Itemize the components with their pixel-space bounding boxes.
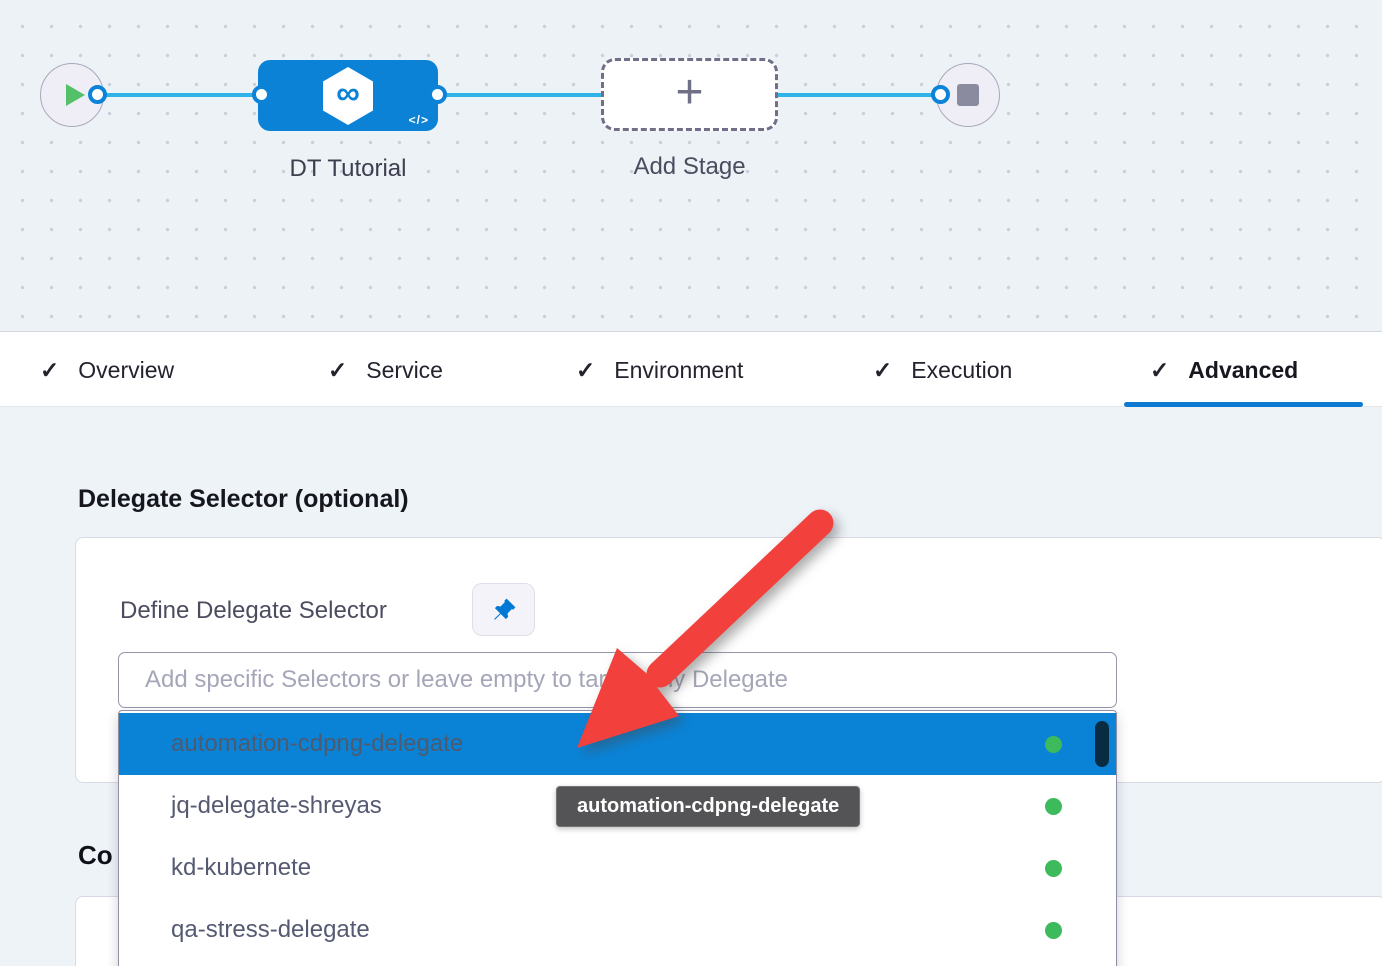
dropdown-item-kd-kubernete[interactable]: kd-kubernete [119, 837, 1116, 899]
delegate-selector-heading: Delegate Selector (optional) [78, 485, 409, 513]
stage-node-dt-tutorial[interactable]: ∞ </> [258, 60, 438, 131]
edge-stage-to-addstage [437, 93, 603, 97]
tab-label: Service [366, 356, 443, 383]
tab-environment[interactable]: ✓ Environment [576, 332, 743, 408]
check-icon: ✓ [873, 356, 893, 383]
dropdown-item-qa-stress-delegate[interactable]: qa-stress-delegate [119, 899, 1116, 961]
delegate-status-dot [1045, 798, 1062, 815]
plus-icon: + [675, 65, 704, 119]
port-stage-in [252, 85, 271, 104]
next-section-heading-partial: Co [78, 840, 113, 870]
edge-start-to-stage [98, 93, 262, 97]
check-icon: ✓ [1150, 356, 1170, 383]
tab-label: Advanced [1188, 356, 1299, 383]
check-icon: ✓ [40, 356, 60, 383]
stop-icon [957, 84, 979, 106]
delegate-selector-input[interactable] [118, 652, 1117, 708]
tab-service[interactable]: ✓ Service [328, 332, 443, 408]
pipeline-canvas[interactable]: ∞ </> + DT Tutorial Add Stage [0, 0, 1382, 331]
tab-overview[interactable]: ✓ Overview [40, 332, 174, 408]
dropdown-scrollbar-thumb[interactable] [1095, 721, 1109, 767]
dropdown-item-label: automation-cdpng-delegate [171, 730, 464, 757]
check-icon: ✓ [576, 356, 596, 383]
define-delegate-selector-label: Define Delegate Selector [120, 597, 387, 624]
play-icon [65, 84, 85, 106]
stage-node-label: DT Tutorial [289, 155, 407, 182]
tooltip-text: automation-cdpng-delegate [577, 795, 840, 817]
infinity-glyph: ∞ [336, 74, 360, 111]
port-end-in [931, 85, 950, 104]
delegate-status-dot [1045, 860, 1062, 877]
pipeline-end-node[interactable] [936, 63, 1000, 127]
edge-addstage-to-end [776, 93, 942, 97]
delegate-status-dot [1045, 922, 1062, 939]
tab-execution[interactable]: ✓ Execution [873, 332, 1012, 408]
delegate-status-dot [1045, 736, 1062, 753]
dropdown-item-automation-cdpng-delegate[interactable]: automation-cdpng-delegate [119, 713, 1116, 775]
stage-tabbar: ✓ Overview ✓ Service ✓ Environment ✓ Exe… [0, 331, 1382, 407]
pin-button[interactable] [472, 583, 535, 636]
tab-advanced[interactable]: ✓ Advanced [1150, 332, 1298, 408]
delegate-selector-dropdown: automation-cdpng-delegate jq-delegate-sh… [118, 710, 1117, 966]
delegate-tooltip: automation-cdpng-delegate [556, 786, 861, 827]
dropdown-item-label: jq-delegate-shreyas [171, 792, 382, 819]
add-stage-label: Add Stage [633, 153, 746, 180]
pin-icon [493, 598, 515, 620]
dropdown-item-label: qa-stress-delegate [171, 916, 370, 943]
port-start-out [88, 85, 107, 104]
harness-cd-icon: ∞ [321, 66, 375, 126]
tab-label: Environment [614, 356, 744, 383]
port-stage-out [428, 85, 447, 104]
tab-label: Overview [78, 356, 175, 383]
add-stage-node[interactable]: + [601, 58, 778, 131]
dropdown-item-jq-delegate-shreyas[interactable]: jq-delegate-shreyas [119, 775, 1116, 837]
active-tab-underline [1124, 402, 1363, 407]
check-icon: ✓ [328, 356, 348, 383]
advanced-tab-content: Delegate Selector (optional) Co Define D… [0, 407, 1382, 966]
code-icon: </> [408, 113, 429, 127]
dropdown-item-label: kd-kubernete [171, 854, 312, 881]
tab-label: Execution [911, 356, 1013, 383]
